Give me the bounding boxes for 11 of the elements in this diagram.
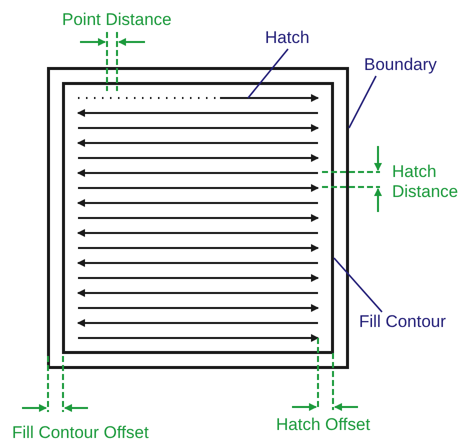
boundary-outline: [47, 67, 349, 369]
leader-line: [333, 257, 383, 313]
part-label: Boundary: [364, 55, 437, 75]
dimension-label: Fill Contour Offset: [12, 423, 149, 439]
leader-line: [348, 76, 377, 128]
dimension-label: Hatch Offset: [276, 415, 370, 435]
dimension-label: Hatch Distance: [392, 162, 460, 202]
leader-line: [247, 48, 289, 98]
dimension-label: Point Distance: [62, 10, 172, 30]
part-label: Fill Contour: [359, 312, 446, 332]
part-label: Hatch: [265, 28, 310, 48]
